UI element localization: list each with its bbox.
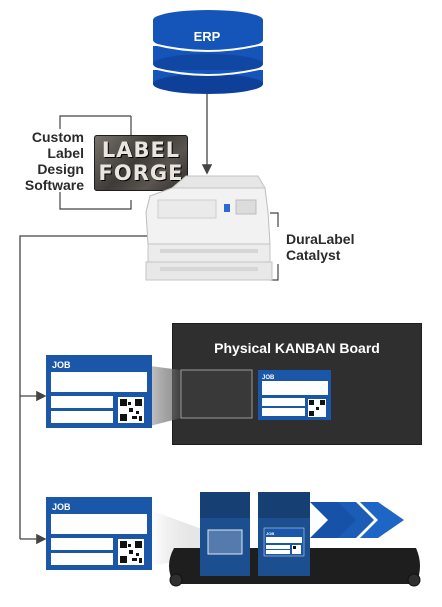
printer-icon: [145, 175, 273, 281]
logo-line-2: FORGE: [98, 161, 184, 185]
flow-chevrons-icon: [310, 502, 404, 538]
software-line: Custom: [31, 129, 84, 145]
software-caption: Custom Label Design Software: [18, 129, 84, 193]
qr-code-icon: [118, 397, 144, 423]
bin-right: JOB: [258, 492, 310, 576]
job-label-card-bin: JOB: [46, 497, 152, 570]
job-label-card-kanban: JOB: [46, 355, 152, 428]
kanban-zoom-box: [180, 369, 253, 419]
software-line: Software: [24, 177, 84, 193]
logo-line-1: LABEL: [101, 138, 181, 162]
printer-line: Catalyst: [286, 247, 341, 263]
printer-caption: DuraLabel Catalyst: [286, 231, 354, 263]
conveyor-scene: JOB: [169, 492, 421, 587]
qr-code-icon: [118, 539, 144, 565]
printer-bracket-lower: [270, 264, 279, 281]
software-bracket: [59, 115, 131, 129]
bin-left: [200, 492, 250, 576]
kanban-zoom-beam: [150, 366, 181, 426]
printer-output-line: [19, 235, 147, 539]
printer-bracket: [270, 212, 279, 227]
erp-database-icon: [152, 10, 264, 94]
label-forge-logo: LABEL FORGE: [94, 135, 188, 191]
job-label-card-on-board: JOB: [258, 370, 331, 420]
erp-label: ERP: [193, 29, 221, 44]
job-label-text: JOB: [262, 375, 275, 381]
job-label-text: JOB: [52, 360, 71, 370]
kanban-board-title: Physical KANBAN Board: [214, 340, 380, 356]
software-bracket-lower: [59, 192, 132, 210]
printer-line: DuraLabel: [286, 231, 355, 247]
job-label-text: JOB: [266, 531, 274, 536]
software-line: Design: [37, 161, 84, 177]
software-line: Label: [47, 145, 84, 161]
job-label-text: JOB: [52, 502, 71, 512]
